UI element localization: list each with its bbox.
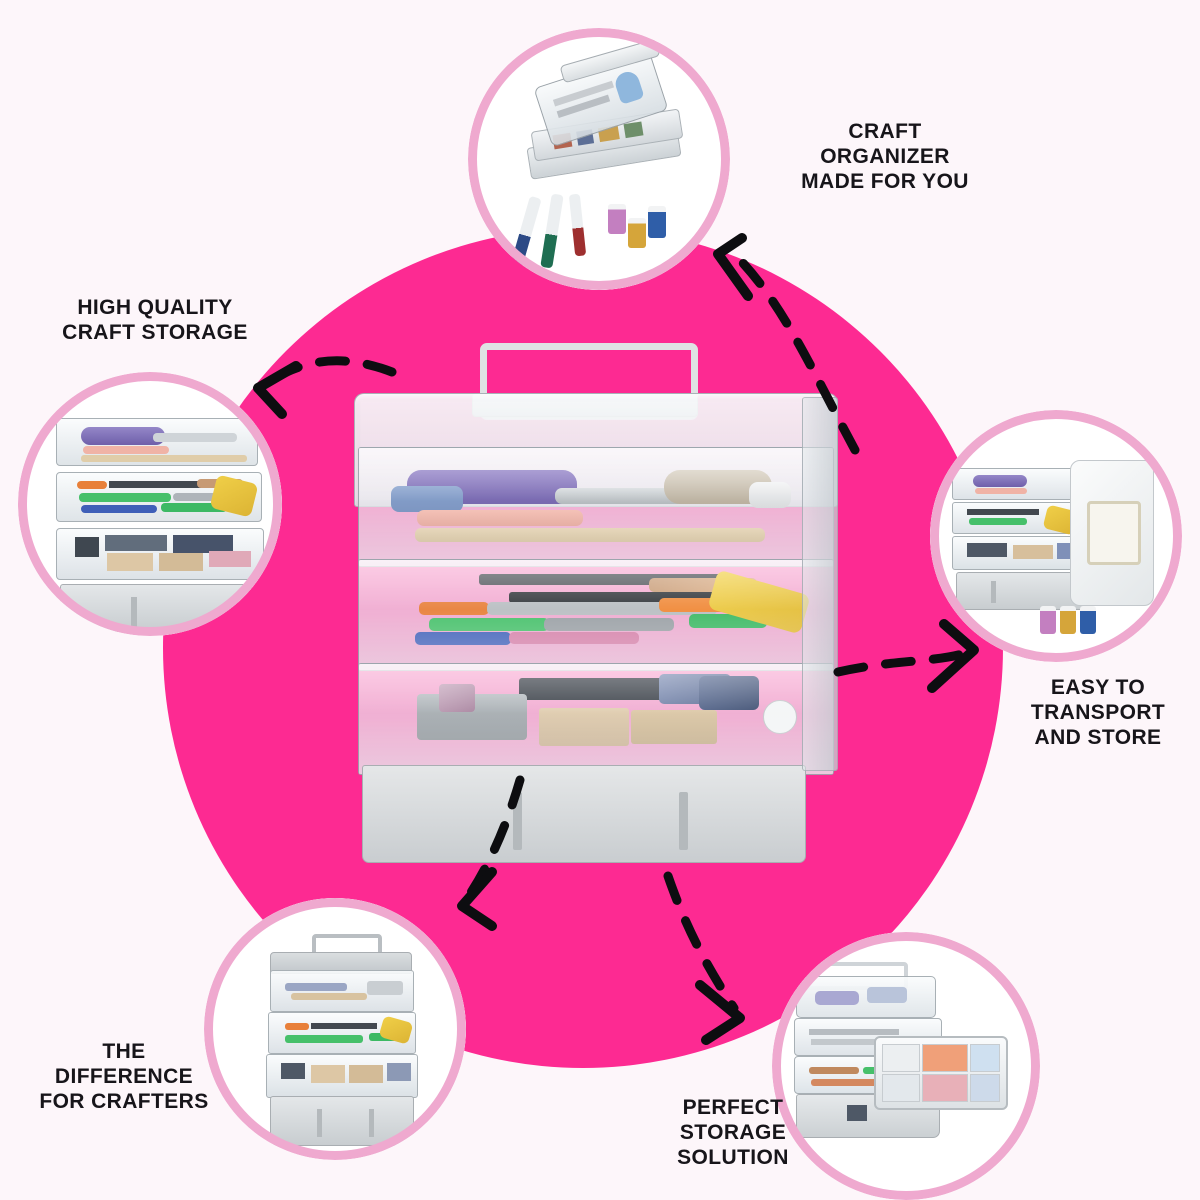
wood-stamp-2: [631, 710, 717, 744]
glitter-jar-gold: [628, 218, 646, 248]
tier-2: [268, 1012, 416, 1054]
tier-3: [56, 528, 264, 580]
feature-photo-craft-organizer-made-for-you[interactable]: [468, 28, 730, 290]
base: [956, 572, 1084, 610]
photo-bottom-left: [204, 898, 466, 1160]
marker-green: [540, 193, 564, 269]
tier-3: [266, 1054, 418, 1098]
tier-1: [56, 418, 258, 466]
glitter-jar-blue: [1080, 606, 1096, 634]
glitter-jar-blue: [648, 206, 666, 238]
craft-organizer-main-photo: [352, 335, 838, 865]
marker-pink: [509, 632, 639, 644]
photo-left: [18, 372, 282, 636]
base-slot-1: [513, 792, 522, 850]
photo-bottom-right: [772, 932, 1040, 1200]
base: [270, 1096, 414, 1146]
stamp-navy: [699, 676, 759, 710]
marker-navy: [510, 195, 542, 269]
metal-tool: [555, 488, 699, 504]
pen-black: [509, 592, 739, 603]
white-handle: [1070, 460, 1154, 606]
feature-photo-perfect-storage-solution[interactable]: [772, 932, 1040, 1200]
tier-2: [952, 502, 1088, 536]
feature-photo-high-quality-craft-storage[interactable]: [18, 372, 282, 636]
base: [60, 584, 252, 632]
organizer-tier-1: [358, 447, 834, 567]
tier-1: [270, 970, 414, 1012]
marker-green: [429, 618, 549, 631]
tier-1: [952, 468, 1082, 500]
feature-photo-easy-to-transport-and-store[interactable]: [930, 410, 1182, 662]
organizer-side-wall: [802, 397, 838, 771]
caption-perfect-storage-solution: PERFECT STORAGE SOLUTION: [677, 1096, 789, 1169]
organizer-tier-2: [358, 559, 834, 671]
pencil-dark: [479, 574, 729, 585]
stamp-mauve: [439, 684, 475, 712]
glitter-jar-purple: [608, 204, 626, 234]
marker-red: [568, 193, 587, 257]
wood-stick: [415, 528, 765, 542]
photo-right: [930, 410, 1182, 662]
pink-tool: [417, 510, 583, 526]
caption-craft-organizer-made-for-you: CRAFT ORGANIZER MADE FOR YOU: [801, 120, 969, 193]
feature-photo-the-difference-for-crafters[interactable]: [204, 898, 466, 1160]
glitter-jar-gold: [1060, 606, 1076, 634]
base-slot-2: [679, 792, 688, 850]
caption-high-quality-craft-storage: HIGH QUALITY CRAFT STORAGE: [62, 296, 248, 344]
knob-icon: [763, 700, 797, 734]
marker-blue: [415, 632, 511, 645]
glue-stick: [749, 482, 791, 508]
marker-orange: [419, 602, 489, 615]
caption-the-difference-for-crafters: THE DIFFERENCE FOR CRAFTERS: [39, 1040, 209, 1113]
organizer-base: [362, 765, 806, 863]
blue-tool: [391, 486, 463, 512]
glitter-jar-purple: [1040, 606, 1056, 634]
organizer-tier-3: [358, 663, 834, 775]
marker-grey-2: [544, 618, 674, 631]
tier-2: [56, 472, 262, 522]
scissors-icon: [612, 68, 645, 105]
tier-1: [796, 976, 936, 1018]
wood-stamp-1: [539, 708, 629, 746]
caption-easy-to-transport-and-store: EASY TO TRANSPORT AND STORE: [1030, 676, 1166, 749]
photo-top: [468, 28, 730, 290]
divided-tray: [874, 1036, 1008, 1110]
